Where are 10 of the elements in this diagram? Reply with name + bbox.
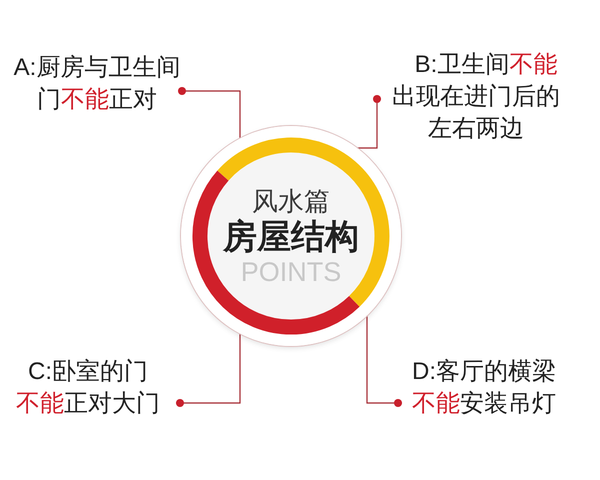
leader-line xyxy=(176,333,241,407)
callout-text: D:客厅的横梁不能安装吊灯 xyxy=(402,356,564,420)
leader-line xyxy=(357,95,381,149)
callout-text: B:卫生间不能出现在进门后的左右两边 xyxy=(381,49,564,145)
leader-line xyxy=(366,316,402,407)
leader-line xyxy=(178,87,241,139)
main-label: 房屋结构 xyxy=(223,218,359,258)
upper-label: 风水篇 xyxy=(252,187,330,217)
callout-text: C:卧室的门不能正对大门 xyxy=(13,356,176,420)
callout-text: A:厨房与卫生间门不能正对 xyxy=(12,52,182,116)
